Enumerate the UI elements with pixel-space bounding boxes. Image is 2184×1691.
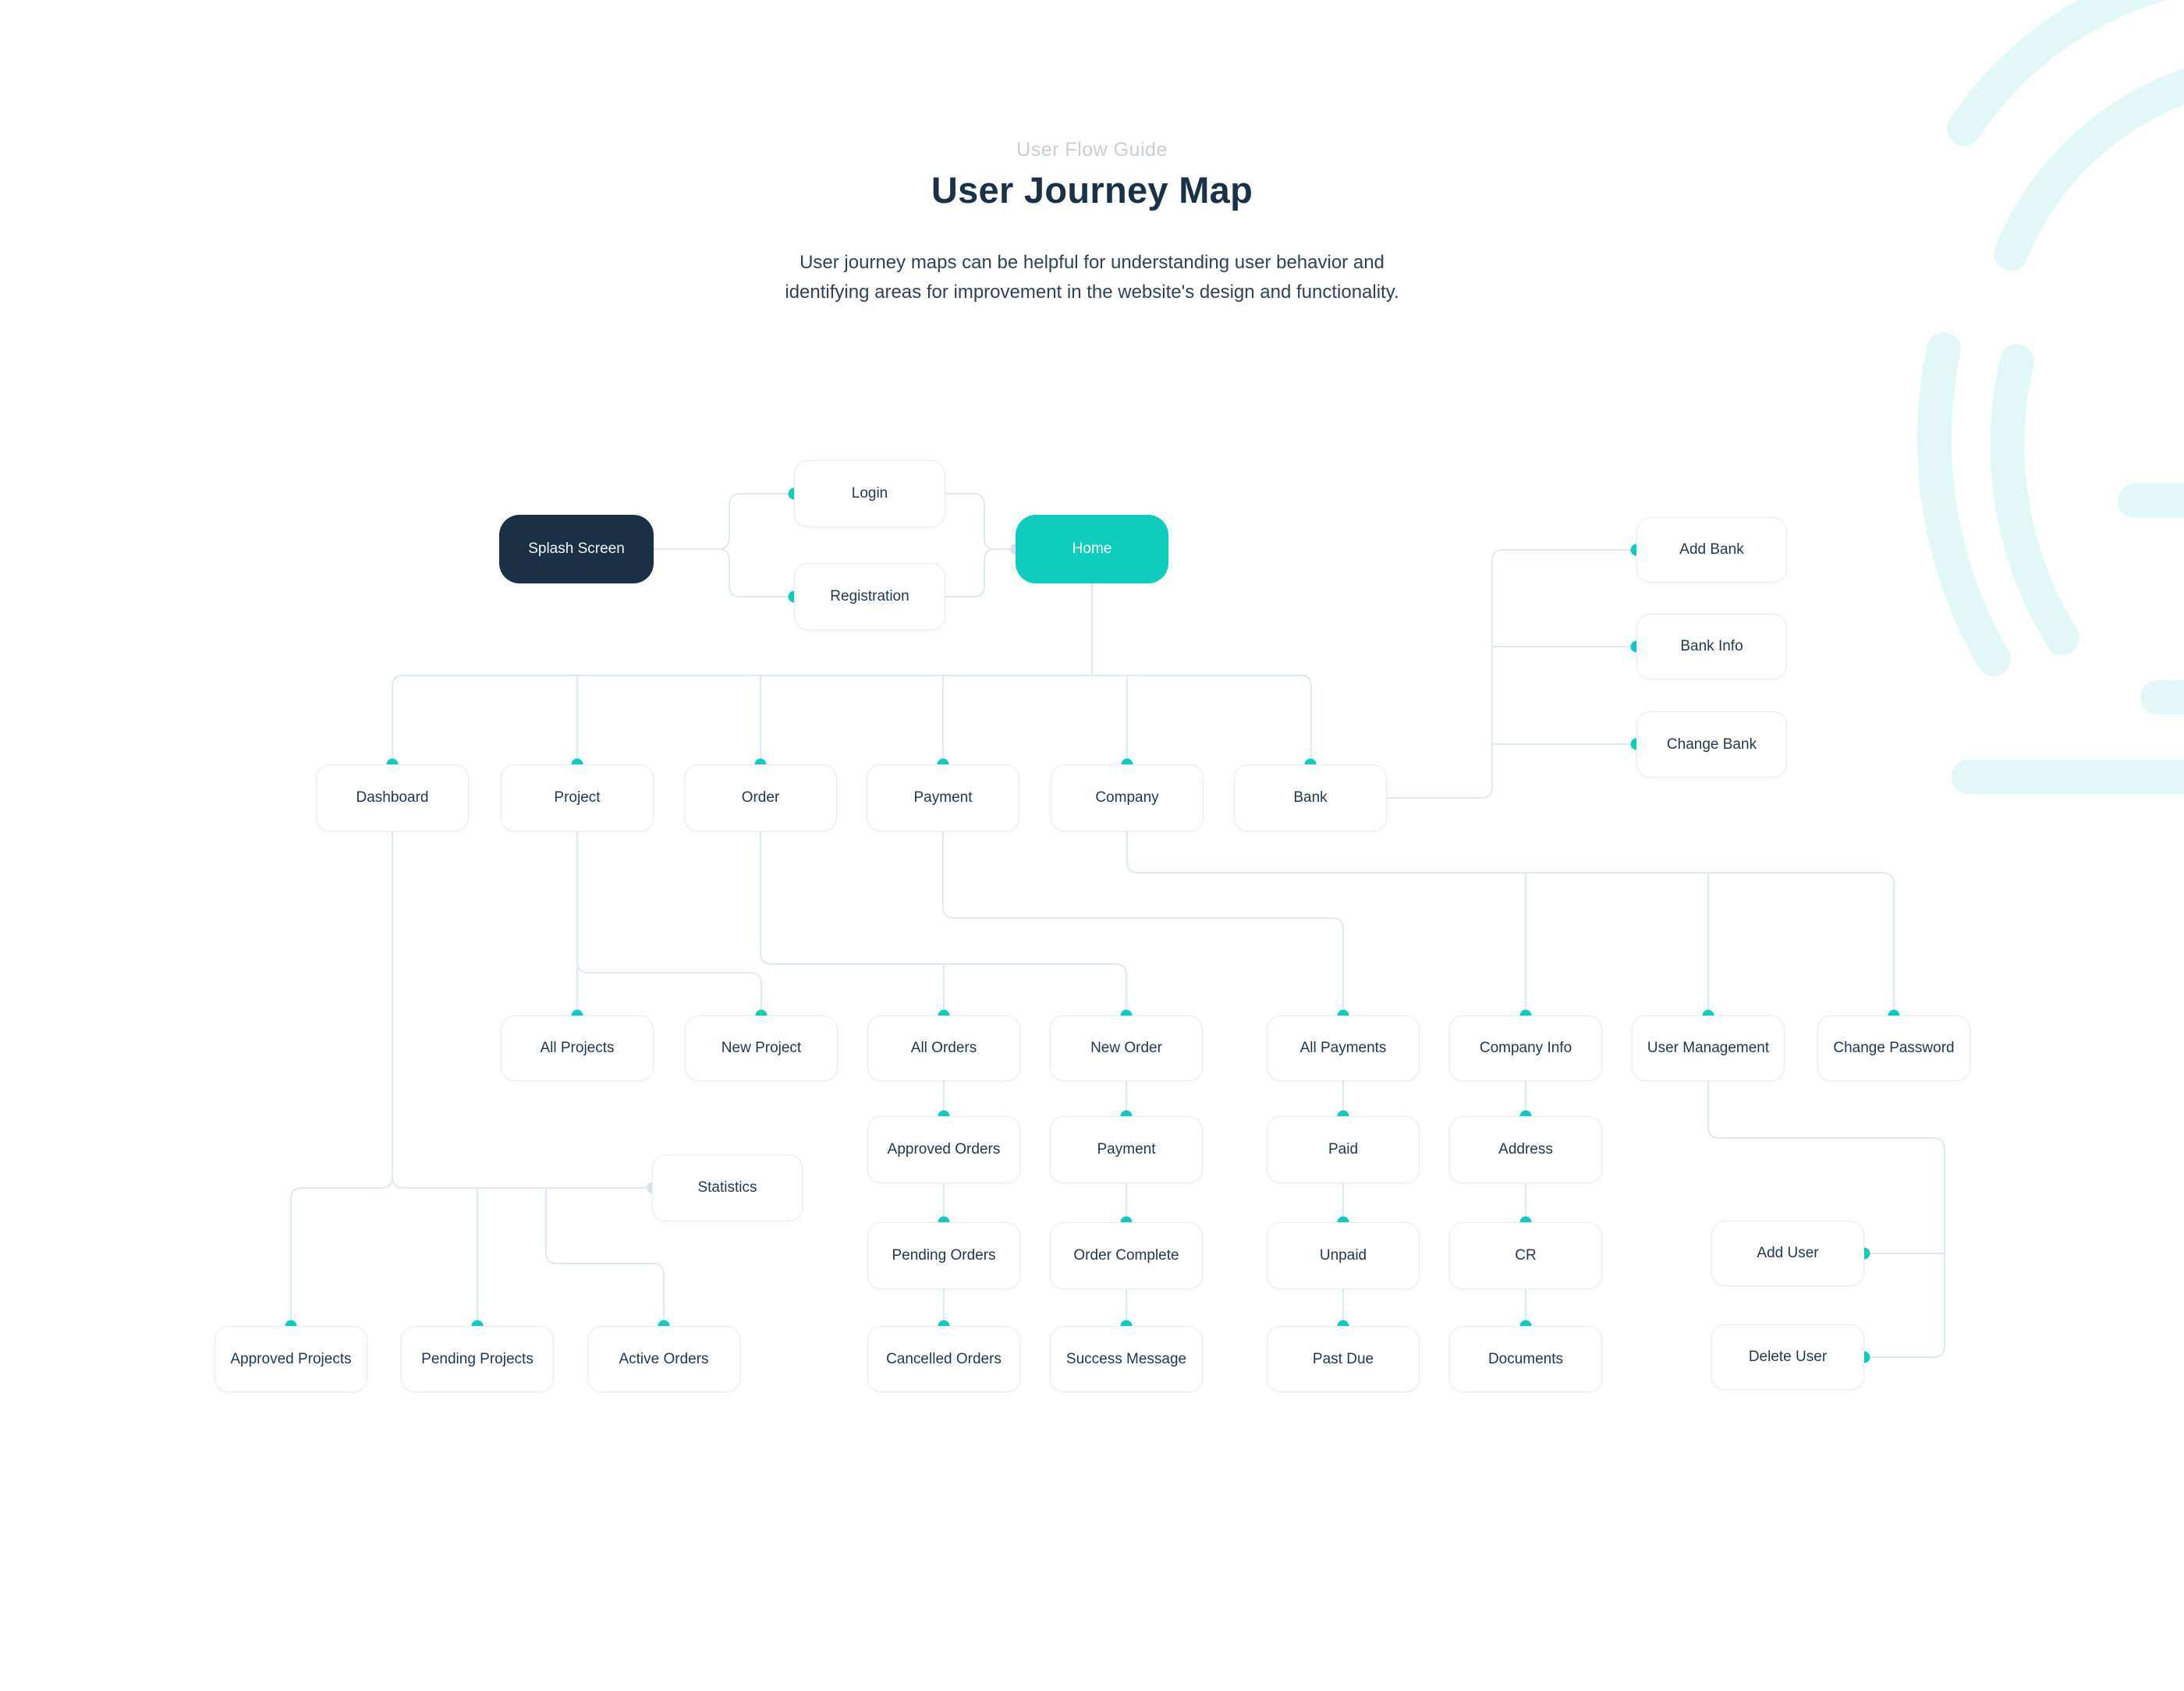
node-delete-user: Delete User xyxy=(1711,1324,1864,1390)
node-company-info: Company Info xyxy=(1449,1016,1602,1081)
node-change-bank: Change Bank xyxy=(1636,711,1787,778)
node-bank-info: Bank Info xyxy=(1636,614,1787,679)
node-all-payments: All Payments xyxy=(1267,1016,1420,1081)
node-statistics: Statistics xyxy=(652,1154,803,1221)
node-address: Address xyxy=(1449,1116,1602,1183)
node-home: Home xyxy=(1016,515,1168,583)
node-new-project: New Project xyxy=(685,1016,838,1081)
node-approved-projects: Approved Projects xyxy=(214,1326,367,1392)
node-add-bank: Add Bank xyxy=(1636,517,1787,583)
node-approved-orders: Approved Orders xyxy=(867,1116,1020,1183)
node-active-orders: Active Orders xyxy=(587,1326,740,1392)
node-pending-projects: Pending Projects xyxy=(401,1326,554,1392)
page-description: User journey maps can be helpful for und… xyxy=(785,252,1399,303)
node-order: Order xyxy=(684,764,837,831)
node-company: Company xyxy=(1051,764,1204,831)
node-dashboard: Dashboard xyxy=(316,764,469,831)
node-paid: Paid xyxy=(1267,1116,1420,1183)
node-all-projects: All Projects xyxy=(501,1016,654,1081)
node-cancelled-orders: Cancelled Orders xyxy=(867,1326,1020,1392)
page-title: User Journey Map xyxy=(931,169,1253,211)
node-login: Login xyxy=(794,460,945,527)
node-unpaid: Unpaid xyxy=(1267,1222,1420,1289)
node-project: Project xyxy=(501,764,654,831)
node-past-due: Past Due xyxy=(1267,1326,1420,1392)
node-splash-screen: Splash Screen xyxy=(499,515,654,583)
node-all-orders: All Orders xyxy=(867,1016,1020,1081)
node-registration: Registration xyxy=(794,563,945,630)
eyebrow-label: User Flow Guide xyxy=(1016,139,1168,161)
node-cr: CR xyxy=(1449,1222,1602,1289)
node-bank: Bank xyxy=(1234,764,1387,831)
node-documents: Documents xyxy=(1449,1326,1602,1392)
node-success-message: Success Message xyxy=(1050,1326,1203,1392)
node-user-management: User Management xyxy=(1632,1016,1785,1081)
node-change-password: Change Password xyxy=(1817,1016,1970,1081)
node-order-complete: Order Complete xyxy=(1050,1222,1203,1289)
node-pending-orders: Pending Orders xyxy=(867,1222,1020,1289)
node-add-user: Add User xyxy=(1711,1221,1864,1286)
node-new-order: New Order xyxy=(1050,1016,1203,1081)
swoosh-arcs xyxy=(1917,0,2184,794)
node-payment: Payment xyxy=(867,764,1019,831)
node-payment-step: Payment xyxy=(1050,1116,1203,1183)
